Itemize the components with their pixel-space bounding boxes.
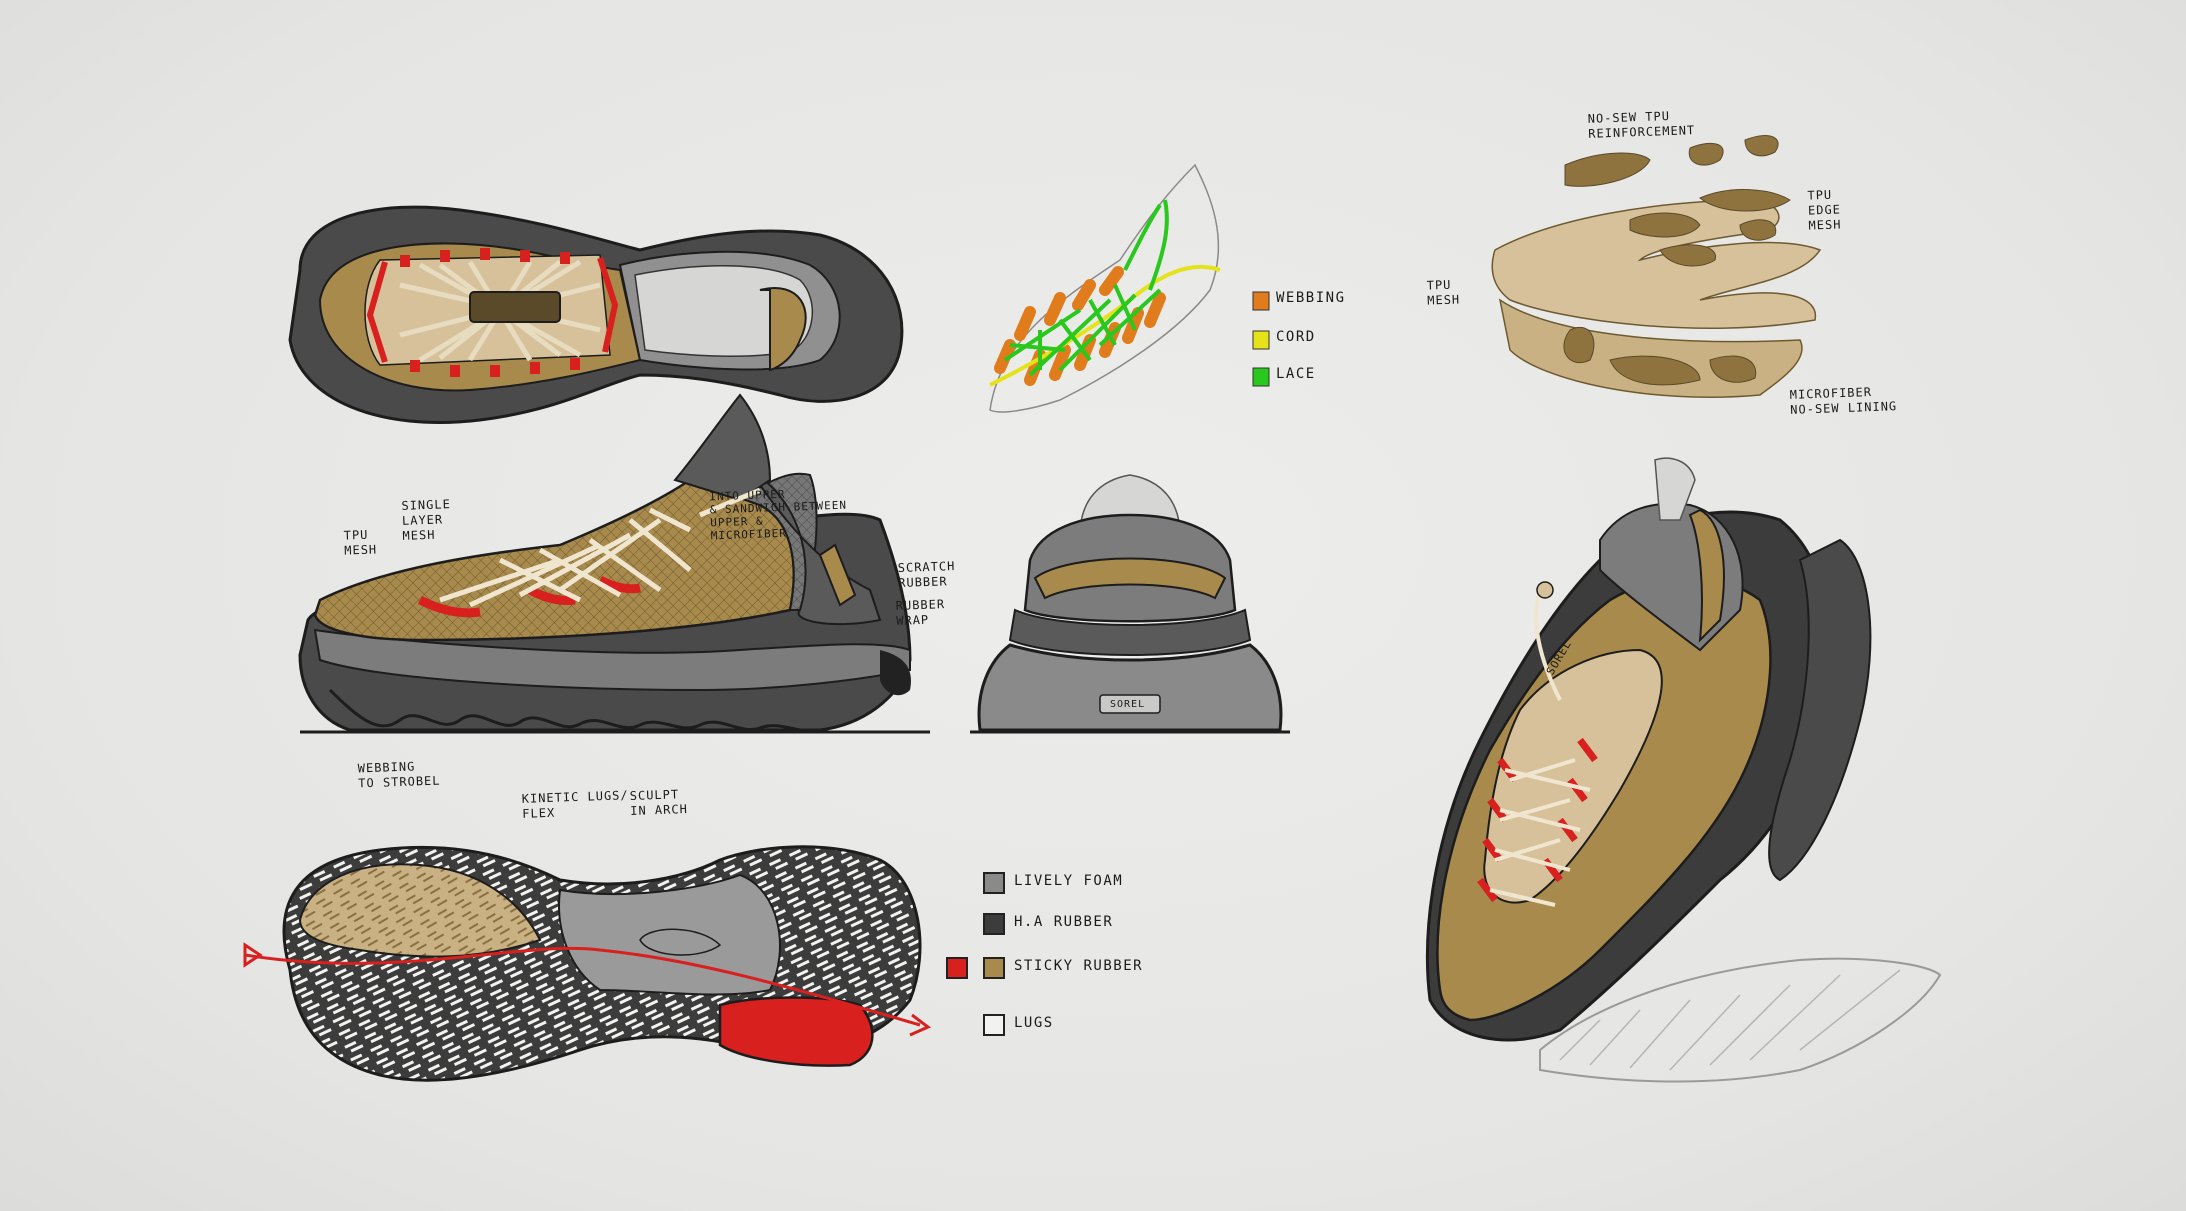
legend-webbing-label: Webbing [1276,290,1346,306]
callout-single-layer-mesh: Single layer mesh [401,497,452,543]
side-view-shoe [298,393,930,734]
exploded-layers-diagram [1491,135,1822,398]
callout-tpu-edge-mesh: TPU edge mesh [1807,187,1842,233]
legend-cord: Cord [1276,329,1316,345]
heel-view-shoe [970,474,1290,734]
callout-kinetic-lugs: Kinetic lugs/ flex [521,788,629,821]
brand-mark-heel: SOREL [1110,699,1146,710]
callout-tpu-mesh-side: TPU mesh [343,527,378,558]
legend-lugs: Lugs [1014,1015,1054,1031]
callout-sculpt-arch: Sculpt in arch [629,787,689,818]
legend-lace: Lace [1276,366,1316,382]
legend-ha-rubber-label: H.A Rubber [1014,914,1114,930]
legend-lively-foam: Lively Foam [1014,873,1123,889]
legend-ha-rubber: H.A Rubber [1014,914,1113,930]
legend-lugs-label: Lugs [1014,1015,1054,1031]
legend-sticky-rubber-label: Sticky Rubber [1014,958,1144,974]
outsole-view [243,845,931,1082]
callout-webbing-to-strobel: Webbing to strobel [357,759,441,791]
legend-sticky-rubber: Sticky Rubber [1014,958,1143,974]
callout-microfiber-lining: Microfiber no-sew lining [1789,385,1898,417]
callout-into-upper: Into upper & sandwich between upper & mi… [709,487,848,543]
callout-tpu-mesh-top: TPU mesh [1426,277,1461,308]
legend-lace-label: Lace [1276,366,1316,382]
material-legend-swatches [946,872,1005,1036]
lacing-detail-sketch [989,163,1221,413]
lace-legend-swatches [1252,291,1270,387]
legend-lively-foam-label: Lively Foam [1014,873,1124,889]
callout-scratch-rubber: Scratch rubber [897,559,956,590]
callout-tpu-reinforcement: No-sew TPU reinforcement [1587,109,1696,141]
legend-webbing: Webbing [1276,290,1346,306]
perspective-shoe [1425,457,1942,1083]
top-view-shoe [288,205,904,424]
callout-rubber-wrap: Rubber wrap [895,597,946,628]
legend-cord-label: Cord [1276,329,1316,345]
